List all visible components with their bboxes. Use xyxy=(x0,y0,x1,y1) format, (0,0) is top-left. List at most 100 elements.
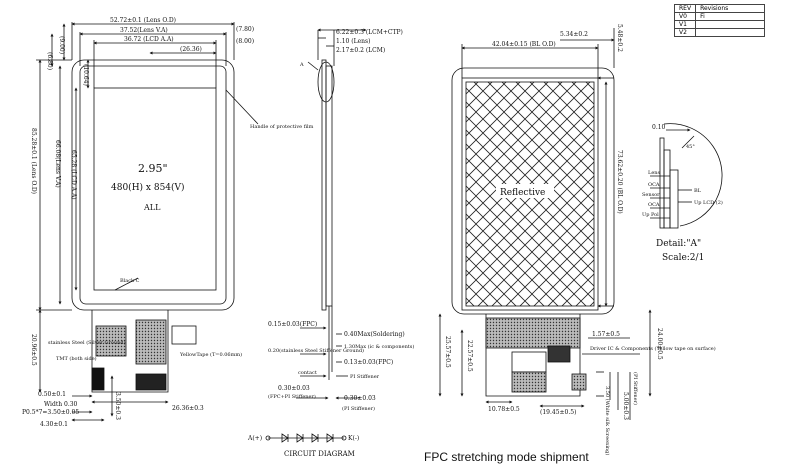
revision-row-rev: V2 xyxy=(673,28,697,37)
stainless-note: stainless Steel (Silver Ground) xyxy=(48,339,126,346)
fpc-connector xyxy=(91,367,105,391)
dim-2-17: 2.17±0.2 (LCM) xyxy=(336,47,385,54)
dim-pitch: P0.5*7=3.50±0.05 xyxy=(22,409,79,416)
back-view-labels: 5.34±0.2 5.48±0.2 42.04±0.15 (BL O.D) Re… xyxy=(444,24,716,455)
pi-stiffener-label: PI Stiffener xyxy=(350,374,380,380)
dim-73-62: 73.62±0.20 (BL O.D) xyxy=(616,150,623,214)
reflective-label: Reflective xyxy=(500,188,545,198)
detail-label: Up Pol xyxy=(642,212,659,218)
detail-a xyxy=(650,123,723,229)
yellow-tape xyxy=(171,325,197,345)
back-outline xyxy=(451,67,615,315)
dim-components: 1.30Max (ic & components) xyxy=(344,343,414,350)
dim-width: Width 0.30 xyxy=(44,401,78,408)
detail-dim-0-10: 0.10 xyxy=(652,124,666,131)
back-fpc-connector xyxy=(511,351,547,373)
dim-pi-stiff: (PI Stiffener) xyxy=(632,372,639,405)
detail-scale: Scale:2/1 xyxy=(662,253,704,263)
dim-5-34: 5.34±0.2 xyxy=(560,31,588,38)
back-view xyxy=(438,28,652,420)
tmt-note: TMT (both side) xyxy=(56,355,97,362)
contact-label: contact xyxy=(298,370,317,376)
dim-10-64: (10.64) xyxy=(82,64,89,86)
dim-3-50-white: 3.50 (White silk Screening) xyxy=(604,386,611,455)
dim-8-00: (8.00) xyxy=(236,38,254,45)
dim-pi: 0.30±0.03 xyxy=(344,395,376,402)
dim-24-00: 24.00±0.5 xyxy=(656,328,663,360)
detail-a-callout xyxy=(317,61,335,103)
shipment-caption: FPC stretching mode shipment xyxy=(424,450,589,464)
dim-6-80: (6.80) xyxy=(46,52,53,70)
backlight-frame xyxy=(461,77,599,311)
detail-label: OCA xyxy=(648,202,660,208)
led-icon xyxy=(311,433,319,443)
black-c-label: Black C xyxy=(120,278,140,284)
dim-1-10: 1.10 (Lens) xyxy=(336,38,370,45)
dim-7-80: (7.80) xyxy=(236,26,254,33)
lens-view-area xyxy=(79,65,227,305)
circuit-anode: A(+) xyxy=(247,435,262,442)
dim-stiffener: 0.20(stainless Steel Stiffener Ground) xyxy=(268,347,364,354)
fpc-components xyxy=(135,319,167,365)
led-icon xyxy=(326,433,334,443)
circuit-title: CIRCUIT DIAGRAM xyxy=(284,450,355,458)
detail-angle: 45° xyxy=(686,144,695,150)
driver-note: Driver IC & Components (Yellow tape on s… xyxy=(590,345,716,352)
dim-6-22: 6.22±0.3 (LCM+CTP) xyxy=(336,29,403,36)
dim-pi-label: (PI Stiffener) xyxy=(342,405,375,412)
back-fpc-outline xyxy=(485,314,581,397)
active-area xyxy=(93,87,217,291)
dim-22-57: 22.57±0.5 xyxy=(466,340,473,372)
fpc-pads xyxy=(135,373,167,391)
fpc-outline xyxy=(91,310,169,393)
dim-4-30: 4.30±0.1 xyxy=(40,421,68,428)
dim-lcd-aa: 36.72 (LCD A.A) xyxy=(124,36,174,43)
detail-title: Detail:"A" xyxy=(656,239,701,249)
circuit-cathode: K(-) xyxy=(348,435,359,442)
dim-1-57: 1.57±0.5 xyxy=(592,331,620,338)
detail-right-label: BL xyxy=(694,188,702,194)
fpc-stiffener xyxy=(95,325,127,357)
detail-right-label: Up LCD (2) xyxy=(694,199,723,206)
revision-row-desc xyxy=(695,28,766,37)
dim-height-aa: 65.28 (LCD A.A) xyxy=(70,150,77,200)
dim-fpc2: 0.13±0.03(FPC) xyxy=(344,359,393,366)
dim-fpc-total: 20.96±0.5 xyxy=(30,334,37,366)
dim-height-lens: 85.28±0.1 (Lens O.D) xyxy=(30,128,37,194)
front-view-labels: 52.72±0.1 (Lens O.D) 37.52(Lens V.A) 36.… xyxy=(22,17,314,428)
dim-fpc-thk: 0.15±0.03(FPC) xyxy=(268,321,317,328)
circuit-diagram xyxy=(265,433,347,443)
dim-5-48: 5.48±0.2 xyxy=(616,24,623,52)
dim-9-00: (9.00) xyxy=(58,36,65,54)
dim-fpc-pi-label: (FPC+PI Stiffener) xyxy=(268,393,316,400)
dim-lens-va: 37.52(Lens V.A) xyxy=(120,27,168,34)
front-view xyxy=(36,22,259,422)
detail-a-labels: 0.10 45° Lens OCA Sensor OCA Up Pol BL U… xyxy=(642,124,723,263)
revision-row: V2 xyxy=(673,28,766,37)
handle-note: Handle of protective film xyxy=(250,124,314,130)
side-view-labels: A 6.22±0.3 (LCM+CTP) 1.10 (Lens) 2.17±0.… xyxy=(268,29,414,412)
dim-height-va: 66.08(Lens V.A) xyxy=(54,140,61,188)
back-fpc-comp xyxy=(571,373,587,391)
dim-26-36-bottom: 26.36±0.3 xyxy=(172,405,204,412)
lens-outline xyxy=(71,59,235,311)
diagonal-label: 2.95" xyxy=(138,162,168,175)
dim-42-04: 42.04±0.15 (BL O.D) xyxy=(492,41,556,48)
yellow-tape-label: YellowTape (T=0.06mm) xyxy=(179,351,242,358)
detail-label: Sensor xyxy=(642,192,660,198)
detail-label: OCA xyxy=(648,182,660,188)
dim-overall-width: 52.72±0.1 (Lens O.D) xyxy=(110,17,176,24)
label-a: A xyxy=(299,62,304,68)
dim-soldering: 0.40Max(Soldering) xyxy=(344,331,405,338)
resolution-label: 480(H) x 854(V) xyxy=(111,182,185,193)
back-fpc-ic xyxy=(547,345,571,363)
detail-arc xyxy=(663,123,723,201)
dim-0-50: 0.50±0.1 xyxy=(38,391,66,398)
detail-label: Lens xyxy=(648,170,660,176)
dim-5-00: 5.00±0.3 xyxy=(622,392,629,420)
led-icon xyxy=(281,433,289,443)
revision-table: REV Revisions V0 Fi V1 V2 xyxy=(673,4,766,37)
back-fpc-stiffener xyxy=(485,317,581,349)
all-label: ALL xyxy=(143,203,161,212)
